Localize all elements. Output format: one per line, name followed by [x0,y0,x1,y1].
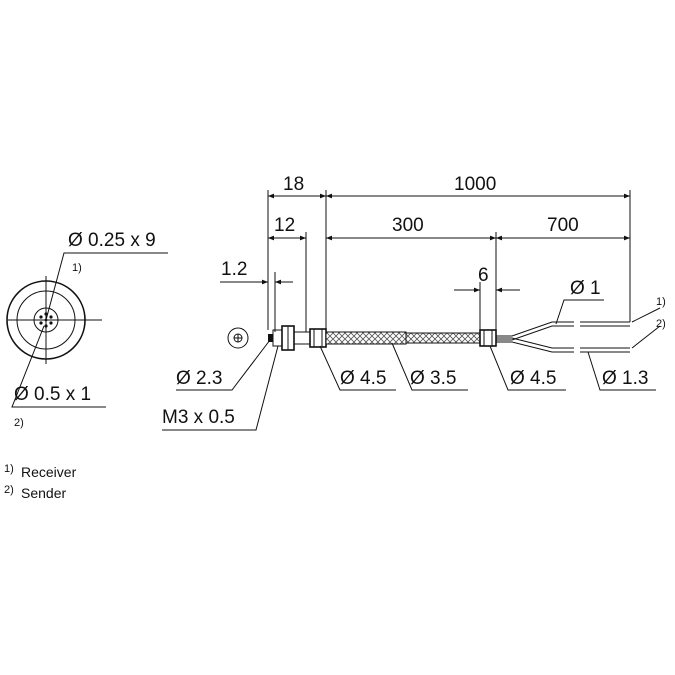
leader-dia-1 [555,299,604,325]
label-dia-3-5: Ø 3.5 [410,368,456,389]
label-dia-4-5-left: Ø 4.5 [340,368,386,389]
end-note-2: 2) [656,318,666,330]
leader-dia-1-3 [587,351,656,391]
sensor-body [268,321,630,353]
legend-label-sender: Sender [21,485,66,501]
lens-icon [227,327,249,349]
leader-dia-3-5 [391,342,468,391]
note-fiber-outer: 2) [14,417,24,429]
legend-label-receiver: Receiver [21,464,77,480]
dim-300: 300 [392,215,424,236]
dim-1-2: 1.2 [221,259,247,280]
label-dia-1-3: Ø 1.3 [602,368,648,389]
dim-18: 18 [283,174,304,195]
ferrule-right [479,329,497,347]
sleeve [293,331,311,345]
thread-section [272,329,283,347]
leader-dia-4-5-right [489,345,566,391]
end-note-1: 1) [656,296,666,308]
dim-700: 700 [547,215,579,236]
dimension-lines: 18 1000 12 300 700 1.2 6 [220,174,631,332]
dim-12: 12 [274,215,295,236]
braided-cable-small [405,332,481,344]
fiber-bundle-circle [33,307,59,333]
sensor-tip [268,334,273,342]
label-dia-2-3: Ø 2.3 [176,368,222,389]
end-view: Ø 0.25 x 9 1) Ø 0.5 x 1 2) [6,230,168,429]
legend: 1) Receiver 2) Sender [4,463,77,501]
leader-dia-2-3 [176,339,271,391]
fiber-receiver-upper-a [496,321,574,337]
ferrule-left [309,328,327,348]
leader-fiber-outer [11,325,106,408]
leader-thread [162,345,279,431]
fiber-sender-lower-a [496,341,574,353]
dim-6: 6 [478,265,489,286]
braided-cable-large [325,331,407,345]
label-thread: M3 x 0.5 [162,407,235,428]
fiber-dots [39,312,53,328]
end-view-outer-circle [6,280,86,360]
label-dia-1: Ø 1 [570,278,601,299]
leader-fiber-core [45,252,168,321]
legend-marker-1: 1) [4,463,14,475]
leader-labels: Ø 1 1) 2) Ø 2.3 M3 x 0.5 Ø 4.5 Ø 3.5 Ø 4… [162,278,666,431]
dim-1000: 1000 [454,174,496,195]
leader-dia-4-5-left [319,345,396,391]
leader-note-2 [631,325,661,349]
label-dia-4-5-right: Ø 4.5 [510,368,556,389]
label-fiber-outer: Ø 0.5 x 1 [14,384,91,405]
fiber-receiver-lower-a [496,325,574,341]
end-view-middle-circle [16,290,76,350]
leader-note-1 [631,307,661,323]
note-fiber-core: 1) [72,262,82,274]
fiber-sender-upper-a [496,337,574,349]
label-fiber-core: Ø 0.25 x 9 [68,230,156,251]
legend-marker-2: 2) [4,484,14,496]
